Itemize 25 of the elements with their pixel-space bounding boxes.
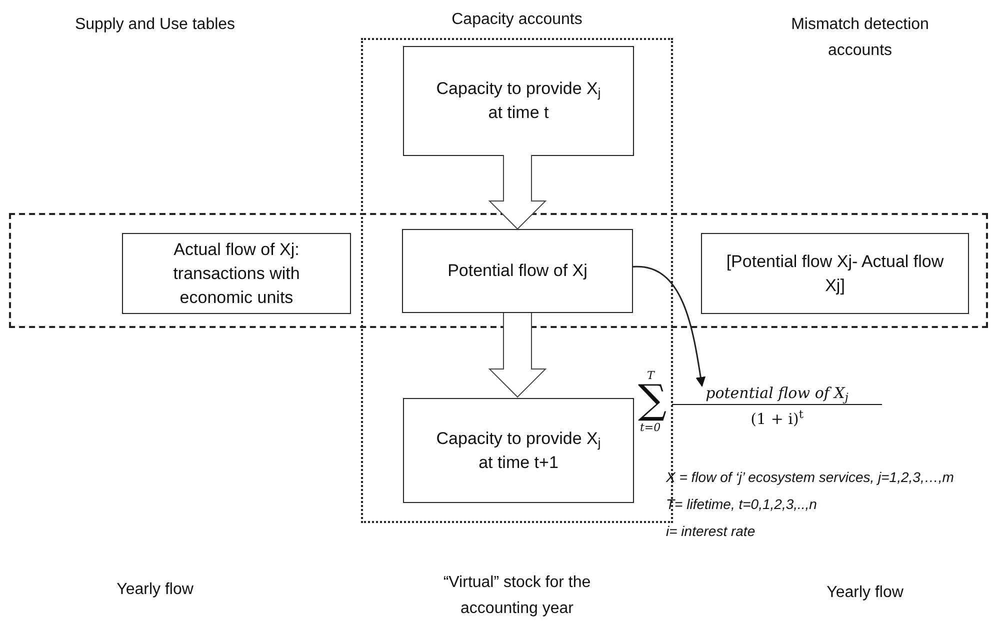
process-box (701, 233, 969, 314)
box-text: [Potential flow Xj- Actual flow Xj] (726, 250, 944, 296)
column-heading: Mismatch detection accounts (790, 15, 930, 61)
fraction-denominator: (1 + i)$^{t}$ (750, 408, 804, 430)
legend-note: T= lifetime, t=0,1,2,3,..,n (666, 495, 818, 514)
region-heading: Capacity accounts (452, 10, 582, 30)
legend-note: X = flow of ‘j’ ecosystem services, j=1,2,3,…,m (666, 468, 955, 487)
legend-note: i= interest rate (666, 522, 756, 541)
process-box (122, 233, 351, 314)
box-text: Capacity to provide X$_{j}$ at time t+1 (435, 428, 602, 474)
box-text: Capacity to provide X$_{j}$ at time t (435, 78, 602, 124)
process-box (403, 398, 634, 503)
block-arrow (488, 154, 547, 230)
box-text: Potential flow of Xj (448, 260, 588, 282)
process-box (403, 46, 634, 156)
box-text: Actual flow of Xj: transactions with economic units (172, 238, 301, 308)
sum-lower-limit: t=0 (640, 421, 661, 436)
column-heading: Supply and Use tables (74, 15, 236, 35)
block-arrow (488, 312, 547, 398)
column-footer: Yearly flow (116, 577, 194, 603)
column-footer: Yearly flow (826, 580, 904, 606)
region-footer: “Virtual” stock for the accounting year (417, 570, 617, 622)
curved-arrow (632, 266, 706, 387)
fraction-numerator: potential flow of X$_{j}$ (672, 382, 882, 405)
process-box (402, 229, 633, 313)
